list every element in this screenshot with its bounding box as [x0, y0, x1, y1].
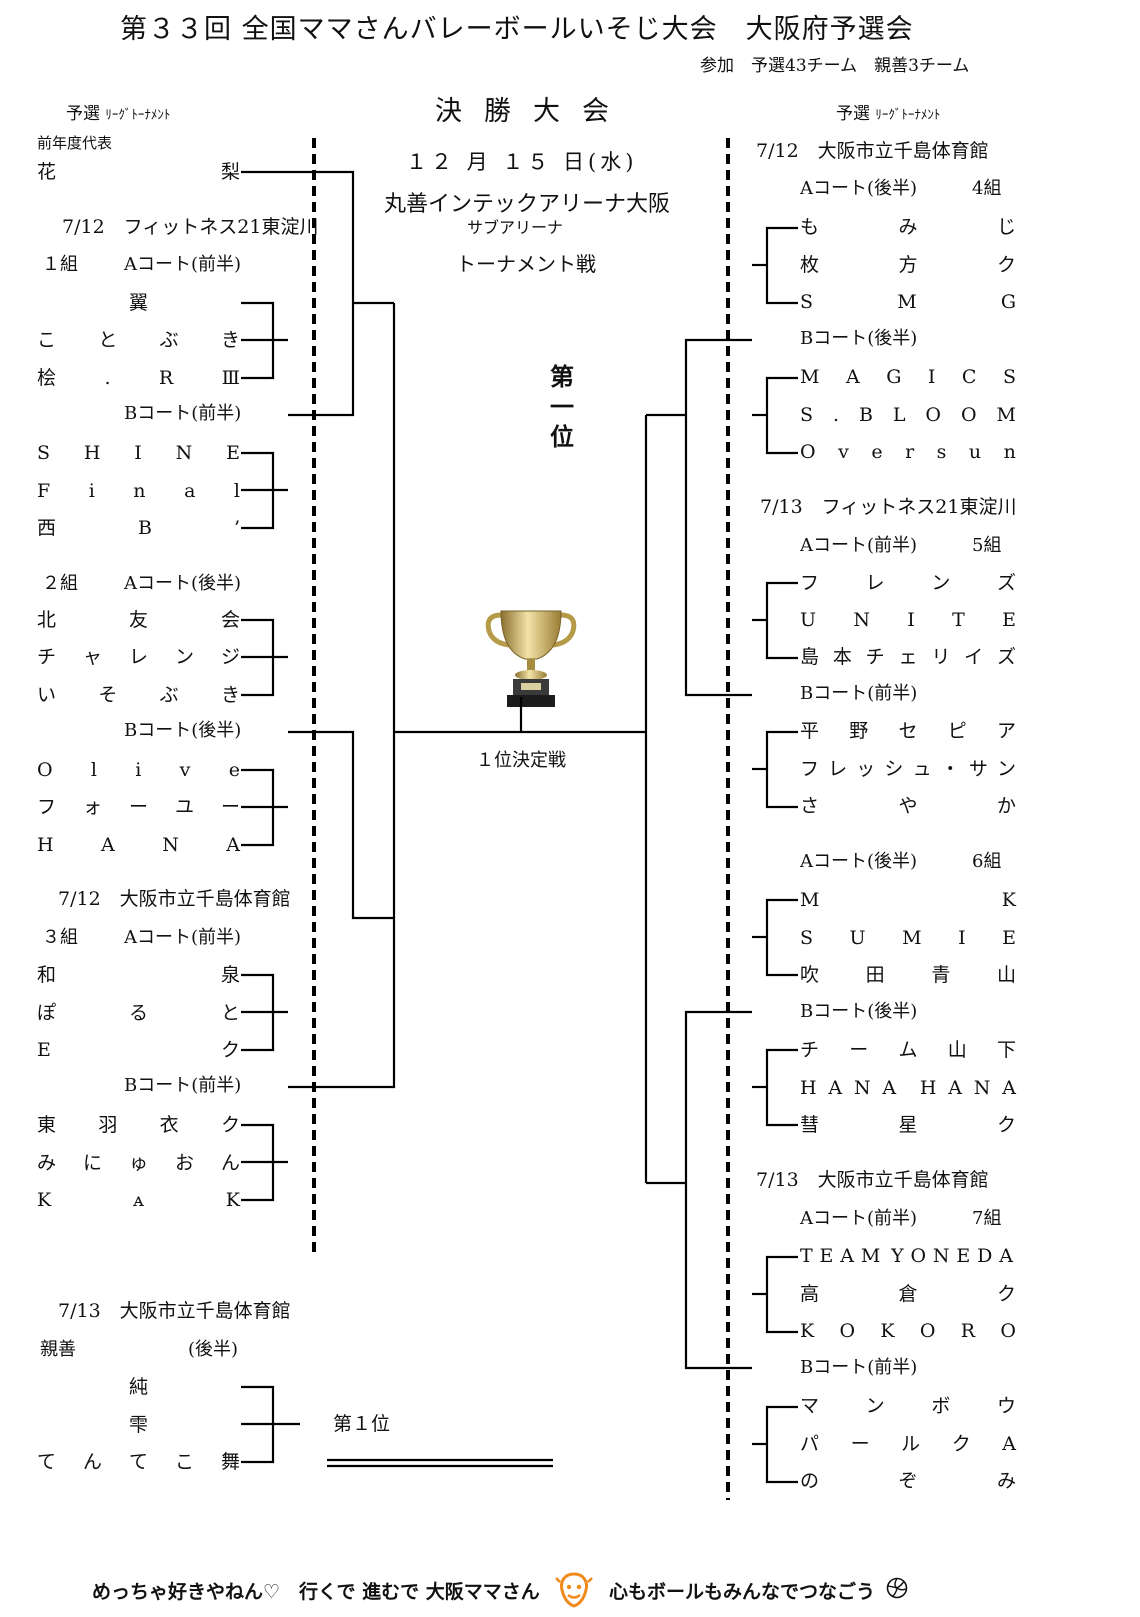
right-venue-1: 7/12 大阪市立千島体育館 — [756, 140, 989, 162]
group-6-a-court: Aコート(後半) — [800, 851, 918, 872]
left-venue-2: 7/12 大阪市立千島体育館 — [58, 888, 291, 910]
right-venue-3: 7/13 大阪市立千島体育館 — [756, 1169, 989, 1191]
group-7-a-court: Aコート(前半) — [800, 1208, 918, 1229]
team-higashi-hagoromo: 東羽衣ク — [37, 1114, 240, 1136]
group-4-label: 4組 — [972, 178, 1002, 199]
tournament-sub-venue: サブアリーナ — [467, 218, 564, 237]
team-izumi: 和泉 — [37, 964, 240, 986]
trophy-icon — [485, 610, 577, 707]
group-1-b-court: Bコート(前半) — [124, 403, 242, 424]
friendly-result: 第１位 — [333, 1413, 391, 1435]
team-hokuyukai: 北友会 — [37, 609, 240, 631]
group-1-label: １組 — [42, 254, 78, 275]
group-2-a-court: Aコート(後半) — [124, 573, 242, 594]
group-6-b-court: Bコート(後半) — [800, 1001, 918, 1022]
previous-champion-team: 花梨 — [37, 161, 240, 183]
team-kotobuki: ことぶき — [37, 329, 240, 351]
group-3-a-court: Aコート(前半) — [124, 927, 242, 948]
group-2-b-court: Bコート(後半) — [124, 720, 242, 741]
tournament-venue: 丸善インテックアリーナ大阪 — [384, 192, 671, 217]
team-hirano-sepia: 平野セピア — [800, 720, 1016, 742]
team-nozomi: のぞみ — [800, 1470, 1016, 1492]
right-header: 予選 ﾘｰｸﾞﾄｰﾅﾒﾝﾄ — [836, 104, 941, 124]
group-2-label: ２組 — [42, 573, 78, 594]
group-5-a-court: Aコート(前半) — [800, 535, 918, 556]
group-5-label: 5組 — [972, 535, 1002, 556]
team-sayaka: さやか — [800, 795, 1016, 817]
participants-info: 参加 予選43チーム 親善3チーム — [700, 56, 970, 76]
footer-slogan-left: めっちゃ好きやねん♡ 行くで 進むで 大阪ママさん — [92, 1580, 540, 1603]
friendly-label: 親善 — [40, 1339, 76, 1360]
team-suita-aoyama: 吹田青山 — [800, 964, 1016, 986]
friendly-time: (後半) — [188, 1339, 239, 1360]
tournament-date: １２ 月 １５ 日(水) — [406, 150, 638, 174]
group-1-a-court: Aコート(前半) — [124, 254, 242, 275]
team-takakura-ku: 高倉ク — [800, 1283, 1016, 1305]
final-tournament-title: 決勝大会 — [435, 96, 631, 127]
team-manbou: マンボウ — [800, 1395, 1016, 1417]
team-tsubasa: 翼 — [128, 292, 148, 314]
mascot-logo-icon — [554, 1570, 594, 1610]
team-poruto: ぽると — [37, 1002, 240, 1024]
first-place-label: 第一位 — [550, 362, 574, 451]
team-isobuki: いそぶき — [37, 684, 240, 706]
team-shimamoto-cherries: 島本チェリイズ — [800, 646, 1016, 668]
footer-slogan: めっちゃ好きやねん♡ 行くで 進むで 大阪ママさん 心もボールもみんなでつなごう — [92, 1570, 908, 1610]
team-shizuku: 雫 — [128, 1414, 148, 1436]
team-hirakata-ku: 枚方ク — [800, 254, 1016, 276]
footer-slogan-right: 心もボールもみんなでつなごう — [608, 1580, 875, 1603]
team-minyuon: みにゅおん — [37, 1152, 240, 1174]
team-friends: フレンズ — [800, 572, 1016, 594]
group-6-label: 6組 — [972, 851, 1002, 872]
group-5-b-court: Bコート(前半) — [800, 683, 918, 704]
group-4-b-court: Bコート(後半) — [800, 328, 918, 349]
group-7-label: 7組 — [972, 1208, 1002, 1229]
left-venue-3: 7/13 大阪市立千島体育館 — [58, 1300, 291, 1322]
group-3-label: ３組 — [42, 927, 78, 948]
team-jun: 純 — [128, 1376, 148, 1398]
volleyball-icon — [886, 1577, 908, 1604]
team-challenge: チャレンジ — [37, 646, 240, 668]
team-fresh-sun: フレッシュ・サン — [800, 758, 1016, 780]
previous-champion-label: 前年度代表 — [37, 134, 113, 152]
left-venue-1: 7/12 フィットネス21東淀川 — [62, 216, 319, 238]
team-for-you: フォーユー — [37, 796, 240, 818]
left-header: 予選 ﾘｰｸﾞﾄｰﾅﾒﾝﾄ — [66, 104, 171, 124]
team-momiji: もみじ — [800, 216, 1016, 238]
group-4-a-court: Aコート(後半) — [800, 178, 918, 199]
team-yamashita: チーム山下 — [800, 1039, 1016, 1061]
team-suisei-ku: 彗星ク — [800, 1114, 1016, 1136]
tournament-format: トーナメント戦 — [456, 252, 596, 276]
group-7-b-court: Bコート(前半) — [800, 1357, 918, 1378]
group-3-b-court: Bコート(前半) — [124, 1075, 242, 1096]
final-match-label: １位決定戦 — [476, 750, 566, 771]
team-tentekomai: てんてこ舞 — [37, 1451, 240, 1473]
right-venue-2: 7/13 フィットネス21東淀川 — [760, 496, 1017, 518]
page-title: 第３３回 全国ママさんバレーボールいそじ大会 大阪府予選会 — [120, 14, 914, 45]
